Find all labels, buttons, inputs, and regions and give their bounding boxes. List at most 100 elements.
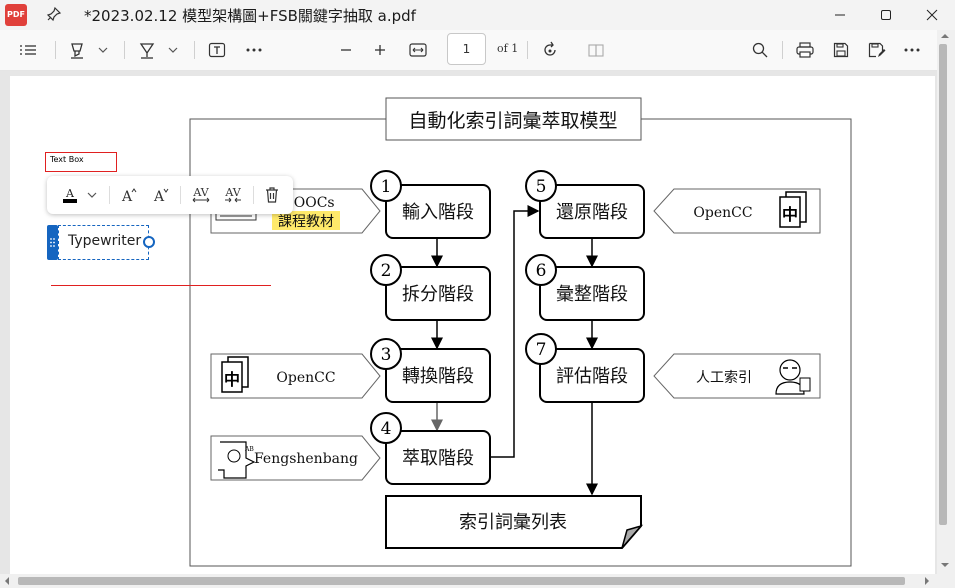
stage-label: 彙整階段: [556, 284, 628, 305]
scroll-down-icon[interactable]: [941, 562, 949, 568]
font-color-icon: A: [63, 187, 77, 203]
zoom-out-button[interactable]: [334, 38, 358, 62]
svg-text:5: 5: [536, 177, 547, 197]
list-icon: [20, 45, 36, 55]
horizontal-scroll-thumb[interactable]: [18, 577, 905, 585]
pdf-app-icon: PDF: [5, 4, 27, 26]
svg-text:AV: AV: [224, 186, 241, 199]
svg-text:A: A: [65, 187, 75, 200]
minus-icon: [341, 49, 351, 51]
stage-number-badge: [525, 333, 557, 365]
diagram-title-box: [385, 97, 642, 141]
resize-handle[interactable]: [143, 236, 155, 248]
svg-text:中: 中: [224, 370, 240, 389]
rotate-button[interactable]: [538, 38, 562, 62]
pen-icon: [139, 43, 155, 59]
stage-box: [385, 184, 491, 239]
main-toolbar: 1 of 1: [0, 30, 955, 71]
letter-spacing-decrease-icon: AV: [224, 186, 242, 203]
save-button[interactable]: [829, 38, 853, 62]
fengshenbang-source-shape: [210, 435, 381, 481]
decrease-spacing-button[interactable]: AV: [220, 183, 246, 207]
maximize-button[interactable]: [863, 0, 909, 30]
stage-box: [385, 348, 491, 403]
stage-box: [385, 266, 491, 321]
stage-box: [385, 430, 491, 485]
zoom-in-button[interactable]: [368, 38, 392, 62]
title-bar: PDF *2023.02.12 模型架構圖+FSB關鍵字抽取 a.pdf: [0, 0, 955, 30]
text-box-icon: [208, 42, 226, 58]
increase-spacing-button[interactable]: AV: [188, 183, 214, 207]
delete-annotation-button[interactable]: [260, 183, 284, 207]
stage-label: 轉換階段: [402, 366, 474, 387]
librarian-icon: [775, 359, 811, 395]
stage-box: [539, 348, 645, 403]
stage-number-badge: [370, 254, 402, 286]
output-label: 索引詞彙列表: [459, 512, 567, 533]
increase-font-size-button[interactable]: A: [117, 183, 141, 207]
fit-width-button[interactable]: [406, 38, 430, 62]
font-size-decrease-icon: A: [153, 188, 169, 203]
highlight-button[interactable]: [64, 38, 90, 62]
line-annotation[interactable]: [51, 285, 271, 286]
font-color-button[interactable]: A: [57, 183, 83, 207]
text-box-annotation[interactable]: Text Box: [45, 152, 117, 172]
rotate-icon: [544, 41, 556, 56]
page-number-input[interactable]: 1: [447, 33, 486, 65]
diagram-title: 自動化索引詞彙萃取模型: [408, 110, 617, 132]
draw-options-dropdown[interactable]: [165, 38, 181, 62]
moocs-label-line2: 課程教材: [278, 214, 334, 230]
scroll-left-icon[interactable]: [4, 577, 10, 585]
font-size-increase-icon: A: [121, 188, 137, 203]
opencc-left-source-shape: [210, 353, 381, 399]
svg-text:4: 4: [381, 419, 392, 439]
svg-text:1: 1: [381, 177, 392, 197]
model-diagram: 自動化索引詞彙萃取模型 MOOCs 課程教材 中: [189, 97, 852, 567]
highlighter-icon: [71, 43, 83, 59]
two-page-view-button[interactable]: [584, 38, 608, 62]
svg-text:6: 6: [536, 261, 547, 281]
find-button[interactable]: [748, 38, 772, 62]
save-icon: [833, 42, 849, 58]
save-as-button[interactable]: [865, 38, 889, 62]
minimize-button[interactable]: [817, 0, 863, 30]
scroll-up-icon[interactable]: [941, 33, 949, 39]
search-icon: [752, 42, 768, 58]
scroll-right-icon[interactable]: [924, 577, 930, 585]
font-color-dropdown[interactable]: [84, 183, 100, 207]
highlight-options-dropdown[interactable]: [95, 38, 111, 62]
save-as-icon: [868, 42, 886, 58]
more-tools-button[interactable]: [242, 38, 266, 62]
stage-number-badge: [370, 170, 402, 202]
more-icon: [904, 48, 920, 52]
stage-box: [539, 184, 645, 239]
svg-text:AB: AB: [244, 446, 254, 453]
add-text-button[interactable]: [205, 38, 229, 62]
window-title: *2023.02.12 模型架構圖+FSB關鍵字抽取 a.pdf: [84, 7, 416, 25]
svg-text:AV: AV: [192, 186, 209, 199]
letter-spacing-increase-icon: AV: [192, 186, 210, 203]
svg-text:2: 2: [381, 261, 392, 281]
typewriter-text-input[interactable]: Typewriter: [58, 225, 149, 260]
print-button[interactable]: [793, 38, 817, 62]
stage-label: 輸入階段: [402, 202, 474, 223]
settings-more-button[interactable]: [900, 38, 924, 62]
pdf-page[interactable]: 自動化索引詞彙萃取模型 MOOCs 課程教材 中: [10, 76, 935, 574]
stage-label: 還原階段: [556, 202, 628, 223]
draw-button[interactable]: [134, 38, 160, 62]
decrease-font-size-button[interactable]: A: [149, 183, 173, 207]
plus-icon: [375, 45, 385, 55]
text-format-toolbar: A A A AV AV: [47, 176, 293, 214]
svg-text:7: 7: [536, 340, 547, 360]
vertical-scroll-thumb[interactable]: [939, 44, 947, 525]
document-viewer[interactable]: 自動化索引詞彙萃取模型 MOOCs 課程教材 中: [0, 71, 937, 574]
opencc-document-icon: 中: [221, 356, 249, 393]
stage-number-badge: [370, 338, 402, 370]
page-count: of 1: [497, 42, 519, 55]
moocs-label-line1: MOOCs: [279, 195, 334, 211]
pin-icon[interactable]: [46, 6, 62, 22]
drag-handle[interactable]: [47, 225, 58, 260]
close-button[interactable]: [909, 0, 955, 30]
opencc-left-label: OpenCC: [276, 370, 335, 386]
contents-button[interactable]: [16, 38, 40, 62]
